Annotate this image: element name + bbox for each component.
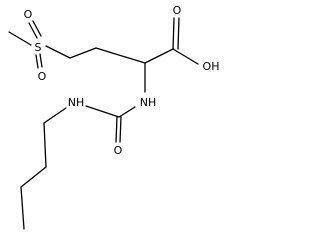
- amine-nh-alpha: NH: [140, 96, 157, 109]
- carbonyl-oxygen: O: [114, 144, 123, 157]
- bond-sulfur-ch2: [45, 45, 71, 59]
- bond-butyl-3: [20, 186, 25, 230]
- bond-butyl-2: [20, 166, 47, 188]
- bond-alpha-c-carboxyl-c: [144, 48, 174, 64]
- carboxyl-hydroxyl: OH: [203, 60, 220, 73]
- bond-s-o-bottom-a: [35, 54, 39, 69]
- bond-urea-c-nh: [85, 105, 120, 118]
- carboxyl-oxygen: O: [173, 4, 182, 17]
- bond-s-o-bottom-b: [39, 53, 43, 68]
- bond-butyl-1: [43, 122, 47, 168]
- amine-nh-butyl: NH: [68, 96, 85, 109]
- bond-carboxyl-double-b: [177, 17, 180, 50]
- bond-s-o-top-b: [32, 20, 42, 37]
- bond-nh-butyl: [43, 107, 67, 124]
- atom-labels: O S O O OH NH NH O: [24, 4, 220, 157]
- sulfonyl-oxygen-bottom: O: [38, 70, 47, 83]
- bond-nh-urea-c: [118, 106, 136, 118]
- bond-ch2-alpha-c: [95, 47, 146, 64]
- chemical-structure: O S O O OH NH NH O: [8, 4, 220, 230]
- bond-carboxyl-double-a: [172, 17, 175, 50]
- bond-methyl-sulfur: [8, 31, 32, 46]
- bond-ch2-ch2: [69, 47, 97, 59]
- bond-urea-double-a: [115, 116, 118, 143]
- bond-carboxyl-oh: [172, 48, 199, 65]
- sulfonyl-oxygen-top: O: [24, 8, 33, 21]
- bond-urea-double-b: [119, 116, 122, 143]
- sulfur-atom: S: [35, 41, 42, 54]
- bond-s-o-top-a: [28, 22, 38, 39]
- bonds: [8, 17, 199, 230]
